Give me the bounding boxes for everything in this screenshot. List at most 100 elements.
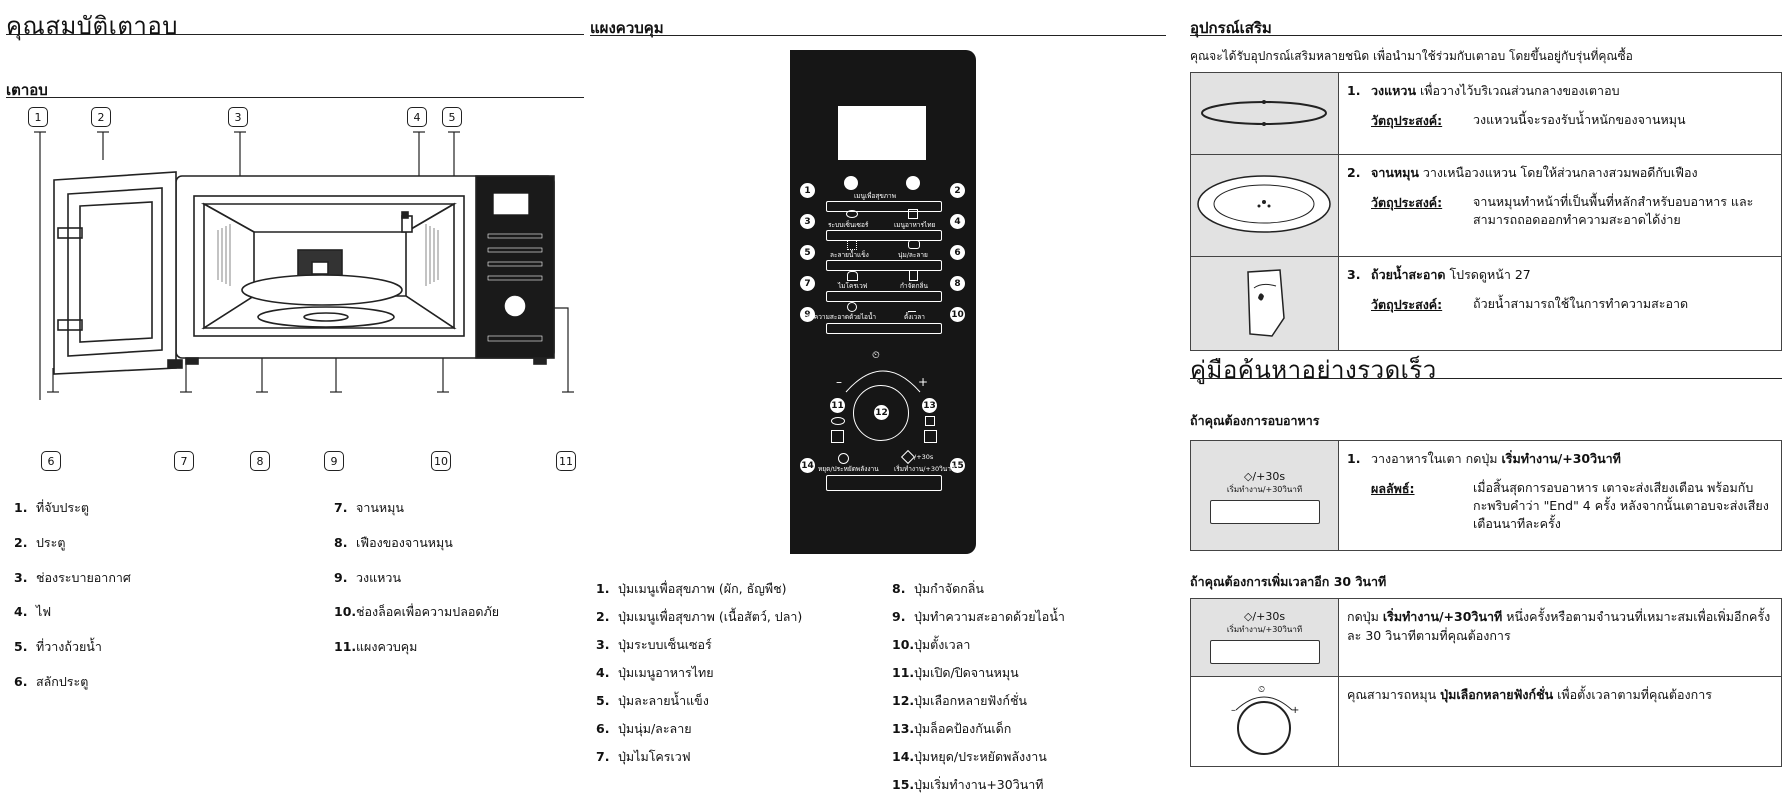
list-item: 11.แผงควบคุม [334, 639, 418, 654]
oven-subtitle: เตาอบ [6, 81, 48, 99]
panel-number-5: 5 [800, 245, 815, 260]
oven-features-section: คุณสมบัติเตาอบ เตาอบ [6, 0, 584, 802]
list-item: 6.ปุ่มนุ่ม/ละลาย [596, 721, 692, 736]
start-plus30-icon: ◇/+30s [1243, 610, 1286, 623]
panel-number-13: 13 [922, 398, 937, 413]
panel-label-microwave: ไมโครเวฟ [838, 282, 868, 290]
callout-7: 7 [174, 451, 194, 471]
list-item: 8.ปุ่มกำจัดกลิ่น [892, 581, 984, 596]
panel-number-8: 8 [950, 276, 965, 291]
table-row: ◇/+30s เริ่มทำงาน/+30วินาที กดปุ่ม เริ่ม… [1190, 598, 1782, 677]
list-item: 10.ปุ่มตั้งเวลา [892, 637, 971, 652]
callout-5: 5 [442, 107, 462, 127]
list-item: 3.ปุ่มระบบเซ็นเซอร์ [596, 637, 712, 652]
list-item: 10.ช่องล็อคเพื่อความปลอดภัย [334, 604, 500, 619]
panel-number-9: 9 [800, 307, 815, 322]
soften-icon [908, 240, 920, 249]
cook-table: ◇/+30s เริ่มทำงาน/+30วินาที 1.วางอาหารใน… [1190, 440, 1782, 551]
dial-plus: + [1291, 705, 1300, 716]
panel-number-12: 12 [874, 405, 889, 420]
list-item: 6.สลักประตู [14, 674, 89, 689]
display-screen [838, 106, 926, 160]
power-time-icon: ⏲ [872, 350, 880, 361]
title-rule [590, 35, 1166, 36]
table-row: 1.วงแหวน เพื่อวางไว้บริเวณส่วนกลางของเตา… [1190, 72, 1782, 155]
list-item: 13.ปุ่มล็อคป้องกันเด็ก [892, 721, 1012, 736]
add-time-heading: ถ้าคุณต้องการเพิ่มเวลาอีก 30 วินาที [1190, 574, 1387, 589]
subtitle-rule [6, 97, 584, 98]
list-item: 7.จานหมุน [334, 500, 404, 515]
panel-label-deodorize: กำจัดกลิ่น [900, 282, 928, 290]
list-item: 14.ปุ่มหยุด/ประหยัดพลังงาน [892, 749, 1047, 764]
dial-minus-label: – [836, 375, 842, 389]
panel-label-start: เริ่มทำงาน/+30วินาที [894, 465, 956, 473]
list-item: 9.วงแหวน [334, 570, 401, 585]
panel-number-14: 14 [800, 458, 815, 473]
list-item: 4.ปุ่มเมนูอาหารไทย [596, 665, 714, 680]
panel-button-bar [826, 291, 942, 302]
ring-image-cell [1190, 72, 1339, 155]
list-item: 2.ปุ่มเมนูเพื่อสุขภาพ (เนื้อสัตว์, ปลา) [596, 609, 803, 624]
callout-6: 6 [41, 451, 61, 471]
turntable-description: 2.จานหมุน วางเหนือวงแหวน โดยให้ส่วนกลางส… [1338, 154, 1782, 257]
title-rule [1190, 35, 1782, 36]
dial-plus-label: + [918, 375, 929, 389]
fish-icon [906, 176, 920, 190]
ring-description: 1.วงแหวน เพื่อวางไว้บริเวณส่วนกลางของเตา… [1338, 72, 1782, 155]
defrost-icon [847, 240, 857, 250]
panel-number-4: 4 [950, 214, 965, 229]
panel-label-timer: ตั้งเวลา [904, 313, 925, 321]
microwave-icon [847, 271, 858, 281]
callout-2: 2 [91, 107, 111, 127]
panel-label-steam-clean: ทำความสะอาดด้วยไอน้ำ [806, 313, 877, 321]
thai-menu-icon [908, 209, 918, 219]
panel-number-11: 11 [830, 398, 845, 413]
table-row: 2.จานหมุน วางเหนือวงแหวน โดยให้ส่วนกลางส… [1190, 154, 1782, 257]
list-item: 5.ที่วางถ้วยน้ำ [14, 639, 102, 654]
control-panel-section: แผงควบคุม 1 2 เมนูเพื่อสุขภาพ 3 4 ระบบเซ… [590, 0, 1166, 802]
panel-button-bar [826, 475, 942, 491]
table-row: ◇/+30s เริ่มทำงาน/+30วินาที 1.วางอาหารใน… [1190, 440, 1782, 551]
turntable-image-cell [1190, 154, 1339, 257]
panel-number-15: 15 [950, 458, 965, 473]
add-time-table: ◇/+30s เริ่มทำงาน/+30วินาที กดปุ่ม เริ่ม… [1190, 598, 1782, 767]
start-icon [900, 449, 916, 465]
accessories-title: อุปกรณ์เสริม [1190, 19, 1272, 37]
start-button-illustration: ◇/+30s เริ่มทำงาน/+30วินาที [1190, 598, 1339, 677]
timer-icon [908, 301, 916, 312]
panel-number-2: 2 [950, 183, 965, 198]
title-rule [6, 34, 584, 35]
dial-arc [845, 370, 921, 393]
panel-button-bar [826, 230, 942, 241]
panel-label-defrost: ละลายน้ำแข็ง [830, 251, 869, 259]
features-title: คุณสมบัติเตาอบ [6, 12, 179, 40]
cup-description: 3.ถ้วยน้ำสะอาด โปรดดูหน้า 27 วัตถุประสงค… [1338, 256, 1782, 351]
list-item: 1.ที่จับประตู [14, 500, 89, 515]
panel-label-thai: เมนูอาหารไทย [894, 221, 936, 229]
title-rule [1190, 378, 1782, 379]
accessories-table: 1.วงแหวน เพื่อวางไว้บริเวณส่วนกลางของเตา… [1190, 72, 1782, 351]
control-panel-title: แผงควบคุม [590, 19, 664, 37]
list-item: 1.ปุ่มเมนูเพื่อสุขภาพ (ผัก, ธัญพืช) [596, 581, 787, 596]
start-button-box [1209, 640, 1320, 664]
callout-11: 11 [556, 451, 576, 471]
callout-9: 9 [324, 451, 344, 471]
list-item: 7.ปุ่มไมโครเวฟ [596, 749, 691, 764]
panel-number-6: 6 [950, 245, 965, 260]
oven-illustration [34, 131, 574, 400]
list-item: 2.ประตู [14, 535, 66, 550]
roller-ring-icon [1201, 100, 1327, 126]
multi-function-dial[interactable] [853, 385, 909, 441]
panel-label-healthy: เมนูเพื่อสุขภาพ [854, 192, 896, 200]
control-panel-diagram: 1 2 เมนูเพื่อสุขภาพ 3 4 ระบบเซ็นเซอร์ เม… [790, 50, 976, 554]
turntable-button[interactable] [831, 430, 844, 443]
child-lock-button[interactable] [924, 430, 937, 443]
panel-label-stop: หยุด/ประหยัดพลังงาน [818, 465, 879, 473]
callout-10: 10 [431, 451, 451, 471]
panel-label-soften: นุ่ม/ละลาย [898, 251, 928, 259]
cup-image-cell [1190, 256, 1339, 351]
panel-label-plus30: /+30s [914, 453, 934, 461]
panel-number-3: 3 [800, 214, 815, 229]
panel-number-7: 7 [800, 276, 815, 291]
leaf-icon [844, 176, 858, 190]
